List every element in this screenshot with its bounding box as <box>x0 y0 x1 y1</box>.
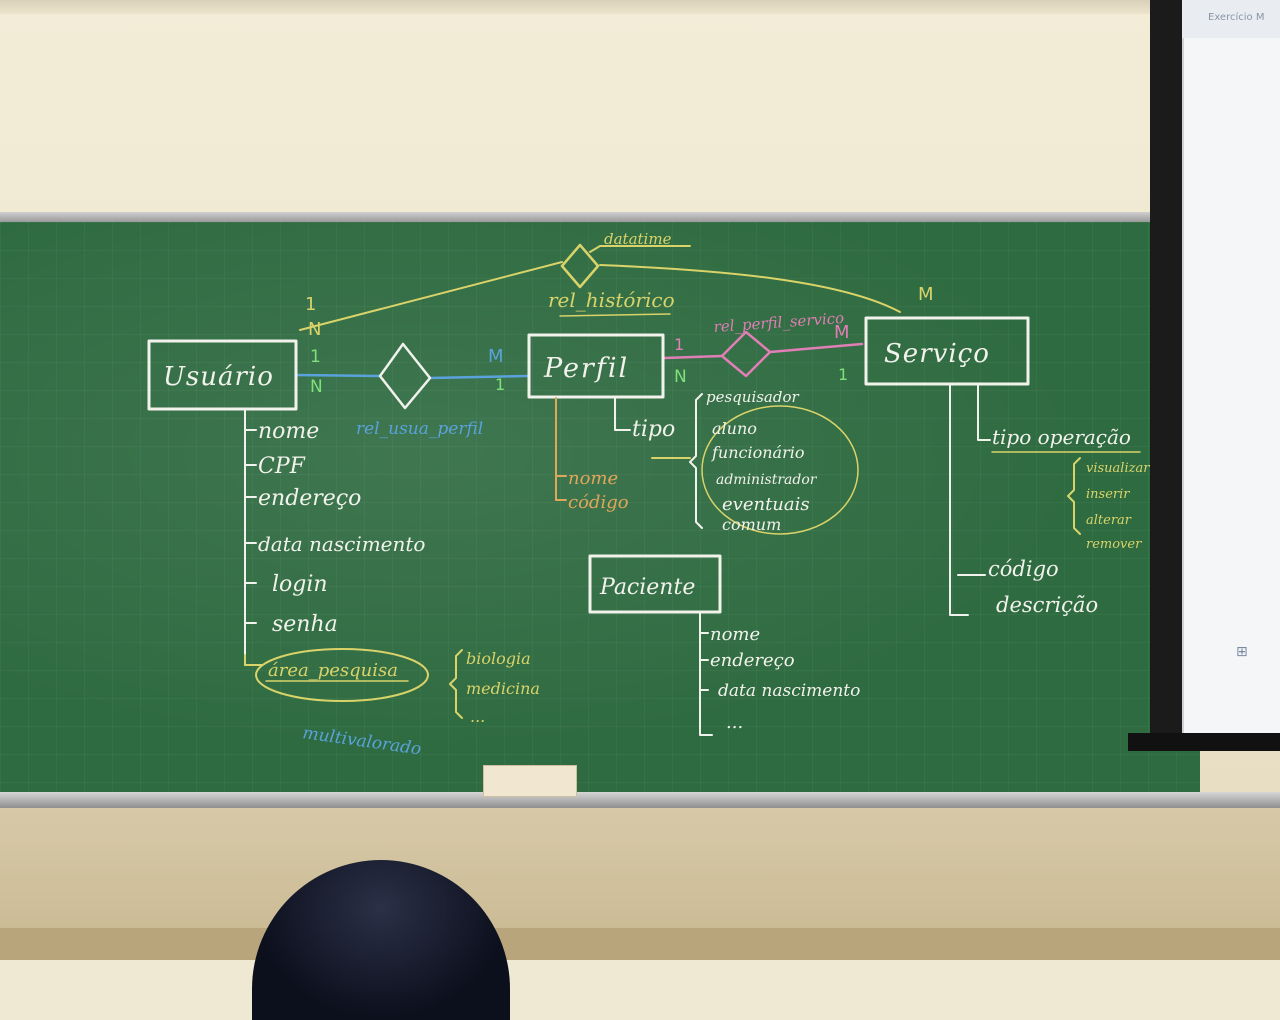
paciente-attr-endereco: endereço <box>710 650 795 671</box>
rel-perfil-servico-label: rel_perfil_servico <box>713 309 845 336</box>
paciente-attr-nome: nome <box>710 624 760 645</box>
servico-attr-spine <box>949 384 969 616</box>
perfil-tipo-pesquisador: pesquisador <box>706 388 800 406</box>
card-hist-servico-m: M <box>918 284 934 305</box>
entity-paciente-label: Paciente <box>599 575 695 600</box>
servico-op-remover: remover <box>1086 537 1142 552</box>
usuario-attr-login: login <box>272 572 328 597</box>
perfil-attr-ticks <box>555 475 567 501</box>
entity-usuario-label: Usuário <box>163 362 274 392</box>
card-up-perfil-m: M <box>488 346 504 367</box>
perfil-attr-codigo: código <box>568 492 629 513</box>
paciente-attr-data-nascimento: data nascimento <box>718 681 860 701</box>
chalk-tray <box>0 792 1280 808</box>
paciente-attr-spine <box>699 611 713 736</box>
card-ps-perfil-n: N <box>674 367 687 387</box>
card-up-usuario-1: 1 <box>310 347 321 367</box>
perfil-tipo-connector <box>614 397 631 431</box>
usuario-attr-senha: senha <box>272 612 338 637</box>
baseboard <box>0 928 1280 960</box>
usuario-attr-data-nascimento: data nascimento <box>258 532 425 556</box>
area-pesquisa-value-biologia: biologia <box>466 649 531 668</box>
servico-op-alterar: alterar <box>1086 513 1132 528</box>
card-up-perfil-1: 1 <box>495 375 505 394</box>
servico-op-inserir: inserir <box>1086 487 1130 502</box>
perfil-tipo-funcionario: funcionário <box>711 443 804 462</box>
screen-tab-title: Exercício M <box>1208 12 1265 23</box>
entity-perfil-box <box>527 333 665 399</box>
eraser <box>483 765 577 797</box>
rel-perfil-servico-diamond <box>720 330 772 378</box>
usuario-multivalued-note: multivalorado <box>301 723 422 759</box>
servico-tipo-connector <box>977 384 991 441</box>
rel-historico-attribute: datatime <box>604 230 672 248</box>
servico-attr-descricao: descrição <box>996 593 1098 617</box>
rel-historico-lines <box>299 261 901 331</box>
servico-attr-codigo: código <box>988 557 1059 581</box>
servico-op-visualizar: visualizar <box>1086 461 1150 476</box>
usuario-attr-nome: nome <box>258 419 319 444</box>
rel-historico-attr-line <box>589 245 691 253</box>
perfil-tipo-comum: comum <box>722 515 781 534</box>
servico-tipo-brace <box>1067 457 1081 535</box>
paciente-attr-more: ... <box>726 712 743 733</box>
card-ps-servico-1: 1 <box>838 365 848 384</box>
er-diagram: datatime rel_histórico rel_usua_perfil r… <box>147 230 1150 760</box>
card-hist-usuario-1: 1 <box>305 294 316 315</box>
rel-historico-label: rel_histórico <box>548 288 675 312</box>
entity-servico-label: Serviço <box>884 339 990 369</box>
perfil-tipo-eventuais: eventuais <box>722 494 810 515</box>
perfil-tipo-administrador: administrador <box>716 472 818 488</box>
usuario-attr-ticks <box>244 429 257 624</box>
area-pesquisa-brace <box>449 649 463 719</box>
perfil-tipo-ellipse <box>701 405 859 535</box>
area-pesquisa-value-medicina: medicina <box>466 679 540 698</box>
rel-usua-perfil-lines <box>294 373 530 380</box>
ceiling-line <box>0 0 1280 14</box>
screen-bottom-bar <box>1128 733 1280 751</box>
servico-tipo-operacao-label: tipo operação <box>992 425 1131 449</box>
board-top-rail <box>0 212 1175 222</box>
usuario-area-connector <box>244 654 263 666</box>
card-up-usuario-n: N <box>310 377 323 397</box>
rel-usua-perfil-diamond <box>378 342 432 410</box>
perfil-tipo-brace <box>689 393 703 529</box>
usuario-area-pesquisa-label: área_pesquisa <box>268 660 398 681</box>
windows-logo-icon: ⊞ <box>1236 644 1248 660</box>
projector-screen <box>1182 0 1280 735</box>
entity-paciente-box <box>588 554 722 614</box>
rel-historico-label-underline <box>559 313 671 317</box>
area-pesquisa-value-more: ... <box>470 707 485 726</box>
rel-perfil-servico-lines <box>662 342 864 360</box>
entity-perfil-label: Perfil <box>543 353 629 384</box>
usuario-attr-cpf: CPF <box>258 454 306 479</box>
card-ps-perfil-1: 1 <box>674 335 684 354</box>
screen-browser-bar <box>1182 0 1280 38</box>
rel-usua-perfil-label: rel_usua_perfil <box>356 419 483 439</box>
perfil-tipo-label: tipo <box>632 417 675 442</box>
perfil-tipo-values: pesquisador aluno funcionário administra… <box>706 388 818 534</box>
entity-servico-box <box>864 316 1030 386</box>
entity-usuario-box <box>147 339 298 411</box>
perfil-attr-nome: nome <box>568 468 618 489</box>
paciente-attr-ticks <box>699 632 709 691</box>
usuario-attr-endereco: endereço <box>258 486 361 511</box>
usuario-area-pesquisa-ellipse <box>255 648 429 702</box>
card-ps-servico-m: M <box>834 322 850 343</box>
card-hist-usuario-n: N <box>308 319 321 340</box>
rel-historico-diamond <box>560 243 600 289</box>
perfil-tipo-aluno: aluno <box>712 419 757 438</box>
